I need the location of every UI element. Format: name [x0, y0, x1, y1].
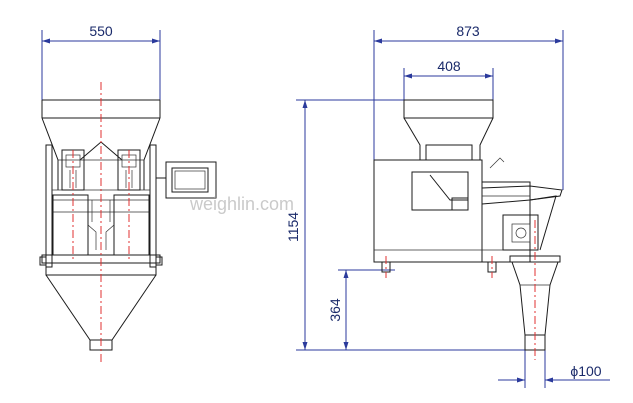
front-top-hopper	[41, 99, 161, 190]
discharge-height-dimension	[338, 269, 395, 350]
front-view: 550	[39, 23, 217, 362]
top-hopper-label: 408	[437, 58, 461, 74]
side-top-hopper	[403, 99, 494, 161]
outlet-diameter-dimension	[498, 350, 610, 388]
overall-height-label: 1154	[285, 212, 301, 242]
side-main-body	[373, 159, 531, 273]
overall-width-dimension	[373, 30, 564, 190]
outlet-diameter-label: ϕ100	[570, 363, 601, 379]
front-width-dimension	[41, 30, 161, 106]
front-width-label: 550	[89, 23, 113, 39]
overall-width-label: 873	[456, 23, 480, 39]
overall-height-dimension	[296, 99, 530, 351]
watermark: weighlin.com	[189, 194, 294, 214]
discharge-height-label: 364	[327, 298, 343, 322]
side-feeder	[411, 157, 563, 211]
front-control-panel	[156, 161, 217, 199]
top-hopper-dimension	[403, 68, 494, 102]
side-view: 873 408 1154 364	[285, 23, 610, 388]
side-bracket	[502, 195, 557, 251]
